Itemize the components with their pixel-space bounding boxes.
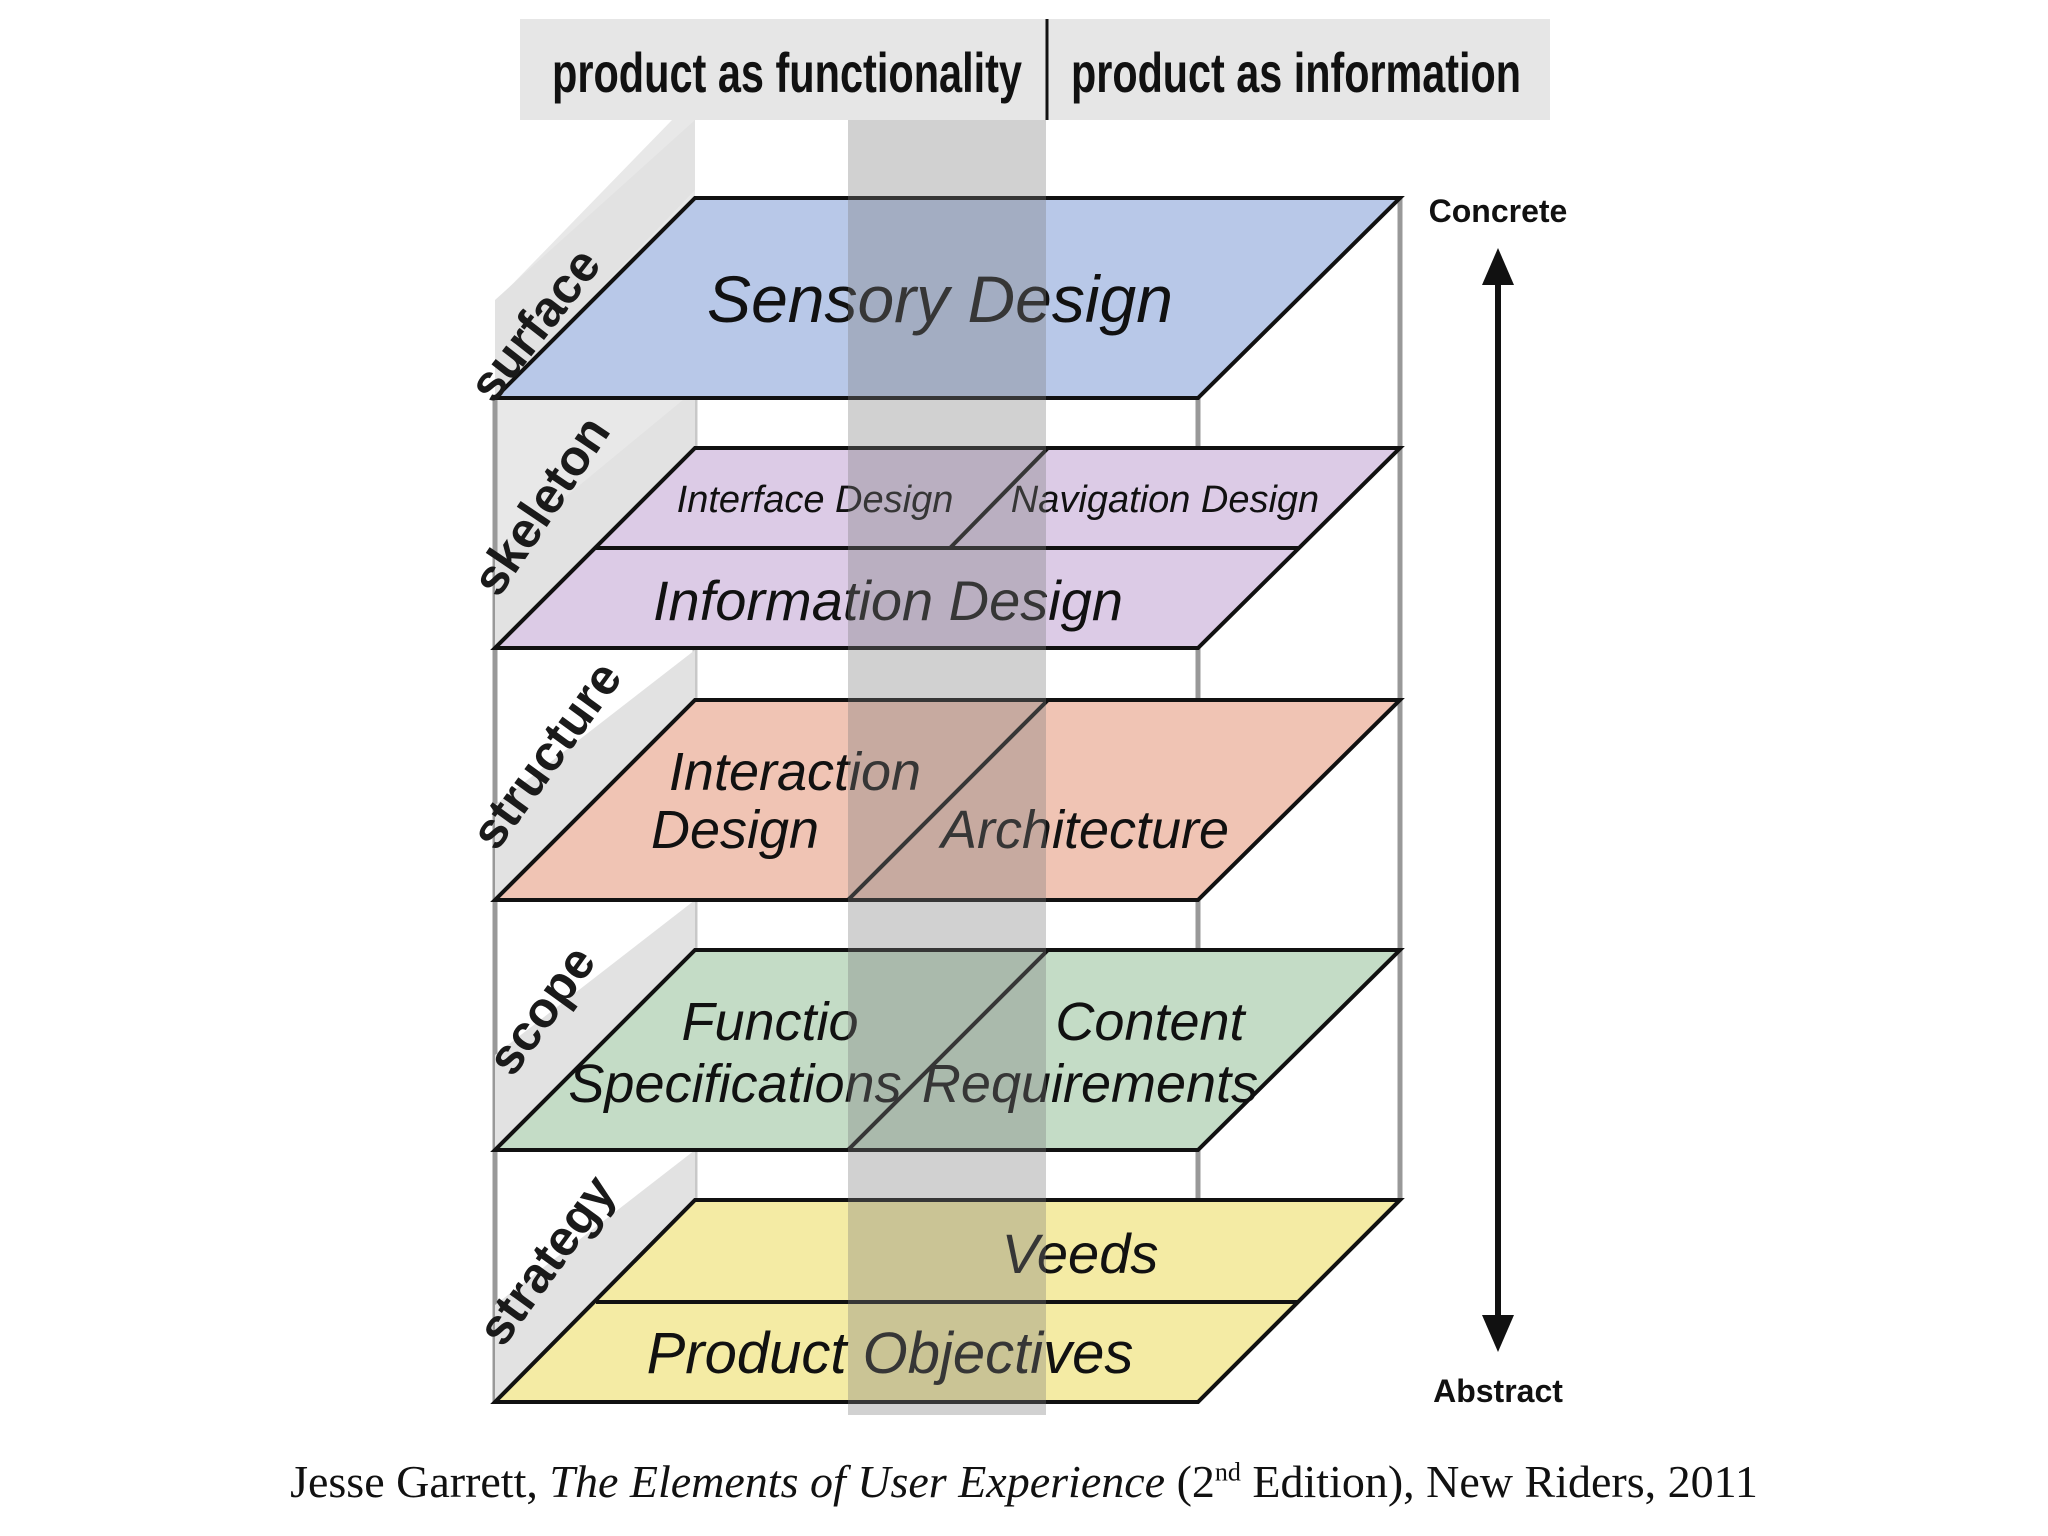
header-information-label: product as information <box>1071 41 1521 104</box>
surface-plane <box>490 196 1405 400</box>
skeleton-navigation-label: Navigation Design <box>1011 479 1319 521</box>
tab-structure-bg <box>495 650 695 900</box>
scope-specifications-label: Specifications <box>568 1054 901 1114</box>
side-tabs <box>495 120 695 1400</box>
plane-skeleton: Interface Design Navigation Design Infor… <box>490 446 1405 650</box>
citation-edition-sup: nd <box>1214 1457 1241 1487</box>
skeleton-divider-diagonal <box>948 446 1050 550</box>
abstraction-axis: Concrete Abstract <box>1429 193 1568 1409</box>
surface-sensory-label: Sensory Design <box>707 262 1173 336</box>
header-functionality-label: product as functionality <box>552 41 1022 104</box>
scope-functional-label: Functio <box>681 992 858 1052</box>
tab-surface-bg <box>495 120 695 398</box>
citation-author: Jesse Garrett, <box>290 1456 550 1507</box>
skeleton-interface-label: Interface Design <box>677 479 954 521</box>
header-background <box>520 19 1550 120</box>
scope-requirements-label: Requirements <box>922 1054 1258 1114</box>
skeleton-information-label: Information Design <box>653 569 1123 632</box>
structure-interaction-label: Interaction <box>669 742 921 802</box>
structure-architecture-label: Architecture <box>938 800 1229 860</box>
citation-edition-open: (2 <box>1165 1456 1215 1507</box>
strategy-product-objectives-label: Product Objectives <box>647 1321 1134 1386</box>
tab-skeleton-bg <box>495 390 695 650</box>
tab-strategy-bg <box>495 1150 695 1400</box>
axis-arrow-down-icon <box>1482 1315 1514 1352</box>
structure-design-label: Design <box>651 800 819 860</box>
axis-arrow-up-icon <box>1482 248 1514 285</box>
header-bar: product as functionality product as info… <box>520 19 1550 120</box>
plane-surface: Sensory Design <box>490 196 1405 400</box>
citation-title: The Elements of User Experience <box>549 1456 1166 1507</box>
tab-scope-bg <box>495 900 695 1150</box>
axis-concrete-label: Concrete <box>1429 193 1568 229</box>
citation-edition-close: Edition), New Riders, 2011 <box>1240 1456 1758 1507</box>
information-guide-column <box>848 120 1046 1415</box>
citation: Jesse Garrett, The Elements of User Expe… <box>0 1455 2048 1508</box>
plane-structure: Interaction Design Architecture <box>490 698 1405 902</box>
strategy-user-needs-label: Veeds <box>1002 1222 1159 1285</box>
plane-scope: Functio Specifications Content Requireme… <box>490 948 1405 1152</box>
axis-abstract-label: Abstract <box>1433 1373 1563 1409</box>
plane-strategy: Veeds Product Objectives <box>490 1198 1405 1404</box>
scope-content-label: Content <box>1055 992 1246 1052</box>
scope-divider <box>846 948 1050 1152</box>
structure-divider <box>846 698 1050 902</box>
